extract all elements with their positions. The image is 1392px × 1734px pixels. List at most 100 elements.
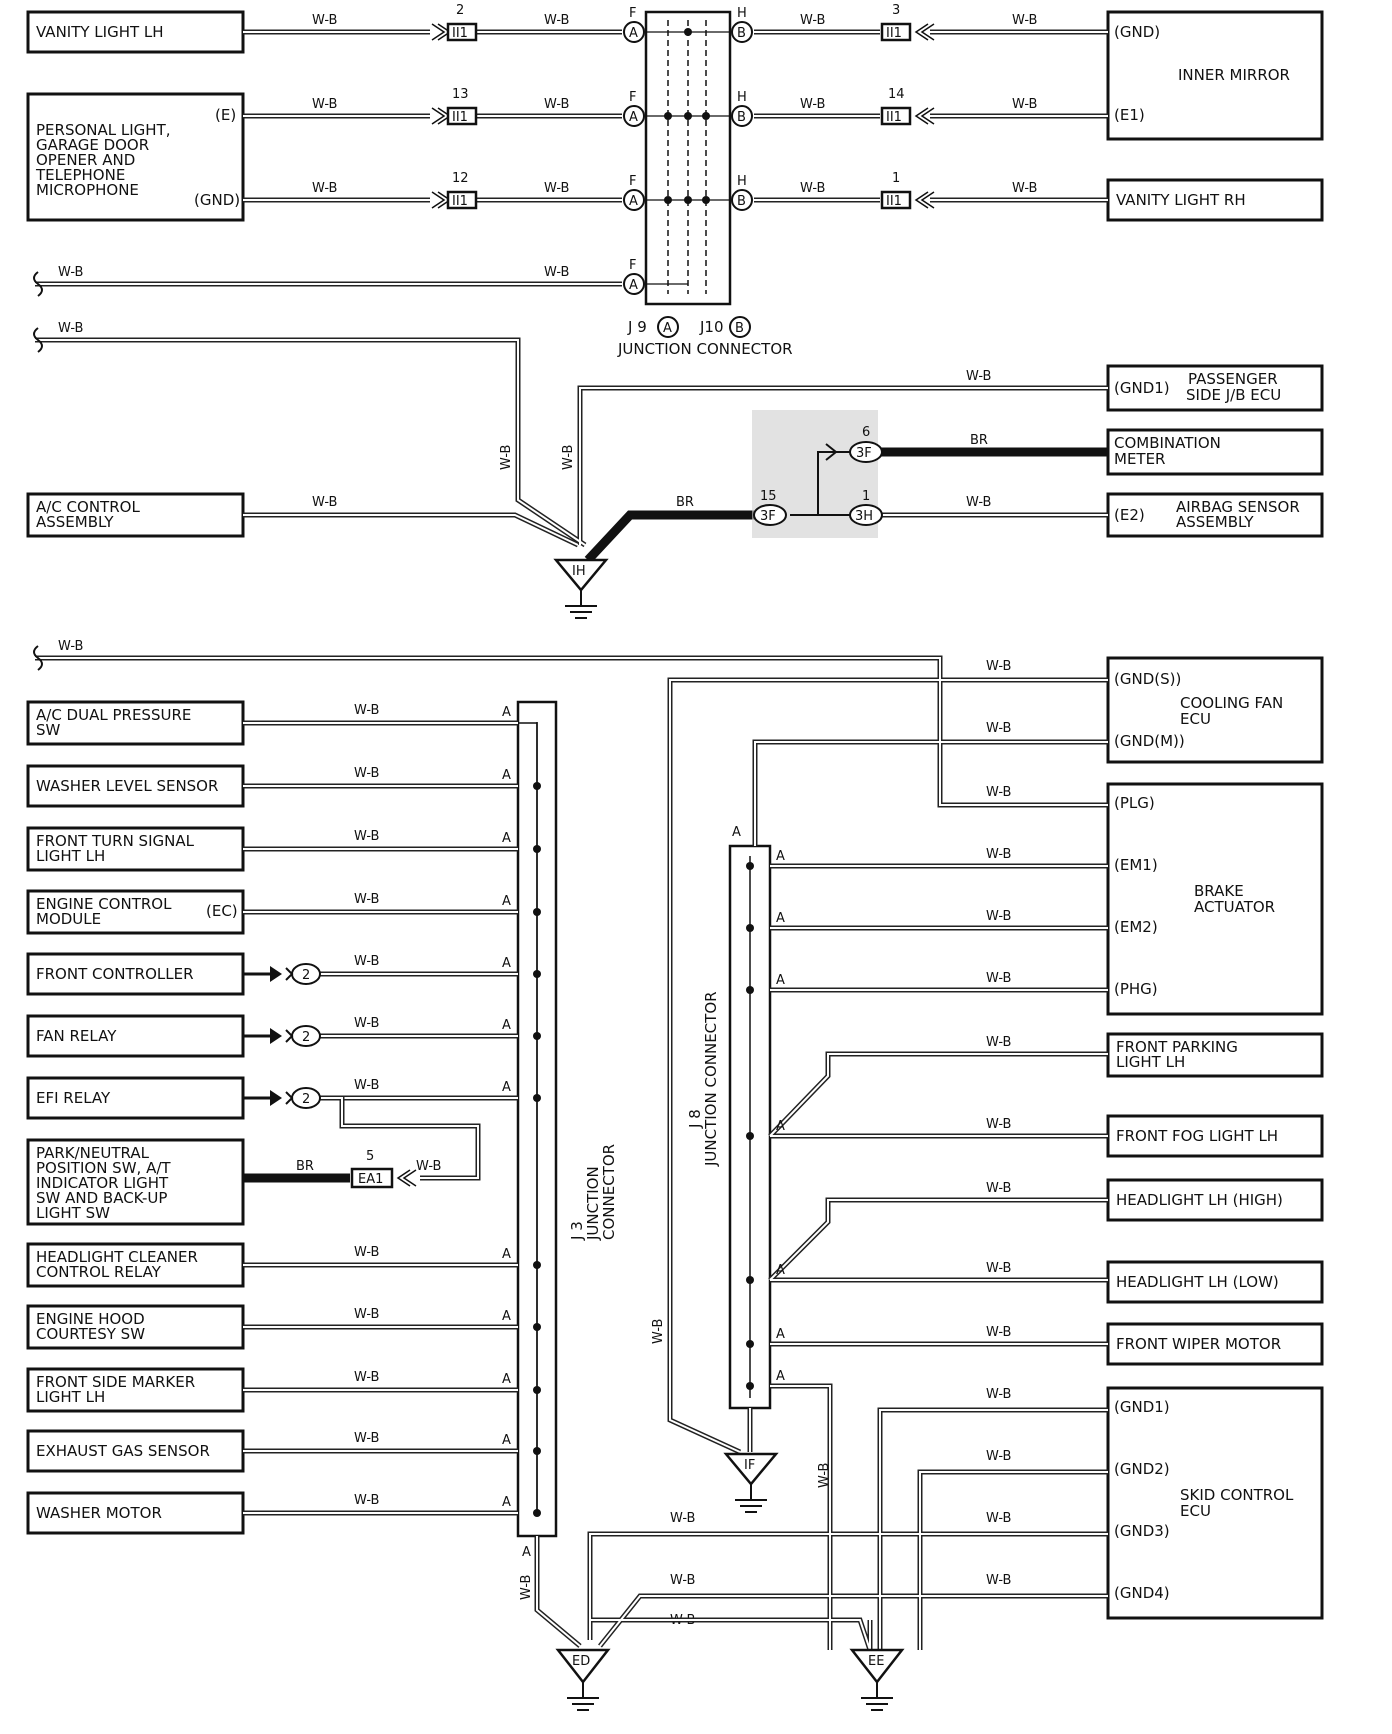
vanity-light-rh-label: VANITY LIGHT RH bbox=[1116, 191, 1246, 209]
exhaust-gas-box bbox=[26, 1429, 245, 1473]
j8-pin-7: A bbox=[776, 1369, 785, 1384]
j3-pin-5: A bbox=[502, 956, 511, 971]
pin-b-3: B bbox=[737, 194, 746, 209]
ea1-label: EA1 bbox=[358, 1172, 383, 1187]
passenger-jb-box bbox=[1106, 364, 1324, 412]
washer-level-label: WASHER LEVEL SENSOR bbox=[36, 777, 218, 795]
j8-pin-letters: A A A A A A A A bbox=[732, 825, 785, 1384]
cooling-fan-line-2: ECU bbox=[1180, 710, 1211, 728]
personal-light-line-4: TELEPHONE bbox=[35, 166, 125, 184]
j8-pin-2: A bbox=[776, 911, 785, 926]
wire-br-1 bbox=[584, 510, 756, 564]
wire-code-r14: W-B bbox=[986, 1511, 1011, 1526]
conn-pin-15: 15 bbox=[760, 489, 777, 504]
conn-3f-a: 3F bbox=[760, 509, 776, 524]
front-turn-box bbox=[26, 826, 245, 872]
j8-pin-5: A bbox=[776, 1263, 785, 1278]
wire-code-10: W-B bbox=[544, 181, 569, 196]
wire-code-14: W-B bbox=[544, 265, 569, 280]
cooling-fan-pin-s: (GND(S)) bbox=[1114, 670, 1181, 688]
j8-pin-4: A bbox=[776, 1119, 785, 1134]
wire-code-l9: W-B bbox=[354, 1307, 379, 1322]
j3-pin-10: A bbox=[502, 1372, 511, 1387]
personal-light-pin-gnd: (GND) bbox=[194, 191, 240, 209]
wire-code-r3: W-B bbox=[986, 785, 1011, 800]
ii1-pin-14: 14 bbox=[888, 87, 905, 102]
wire-code-r4: W-B bbox=[986, 847, 1011, 862]
park-neutral-line-3: INDICATOR LIGHT bbox=[36, 1174, 169, 1192]
cooling-fan-box bbox=[1106, 656, 1324, 764]
brake-actuator-line-1: BRAKE bbox=[1194, 882, 1244, 900]
brake-pin-em2: (EM2) bbox=[1114, 918, 1158, 936]
pin-b-2: B bbox=[737, 110, 746, 125]
ea1-connector: EA1 5 bbox=[350, 1149, 417, 1189]
pin-a-3: A bbox=[629, 194, 638, 209]
pin-h-3: H bbox=[737, 174, 747, 189]
j3-label: J 3 bbox=[568, 1221, 586, 1241]
wire-code-l4: W-B bbox=[354, 892, 379, 907]
ii1-label-5: II1 bbox=[886, 110, 902, 125]
wire-code-12: W-B bbox=[1012, 181, 1037, 196]
j8-label-text: JUNCTION CONNECTOR bbox=[702, 991, 720, 1167]
ground-if-label: IF bbox=[744, 1458, 755, 1473]
wire-code-m1: W-B bbox=[58, 321, 83, 336]
j3-pin-2: A bbox=[502, 768, 511, 783]
j9-pin-a: A bbox=[663, 321, 672, 336]
conn-pin-6: 6 bbox=[862, 425, 870, 440]
circle-2-b: 2 bbox=[302, 1030, 310, 1045]
wire-code-6: W-B bbox=[544, 97, 569, 112]
wire-code-edv: W-B bbox=[519, 1575, 534, 1600]
brake-actuator-box bbox=[1106, 782, 1324, 1016]
headlight-low-label: HEADLIGHT LH (LOW) bbox=[1116, 1273, 1279, 1291]
front-controller-box bbox=[26, 952, 245, 996]
ecm-pin: (EC) bbox=[206, 902, 238, 920]
wire-code-r7: W-B bbox=[986, 1035, 1011, 1050]
ii1-label-1: II1 bbox=[452, 26, 468, 41]
j10-pin-b: B bbox=[735, 321, 744, 336]
washer-level-box bbox=[26, 764, 245, 808]
j3-pin-1: A bbox=[502, 705, 511, 720]
personal-light-line-2: GARAGE DOOR bbox=[36, 136, 149, 154]
wire-code-l13: W-B bbox=[58, 639, 83, 654]
wire-code-r2: W-B bbox=[986, 721, 1011, 736]
wire-code-b1: W-B bbox=[670, 1511, 695, 1526]
passenger-jb-line-1: PASSENGER bbox=[1188, 370, 1278, 388]
wire-code-m3: W-B bbox=[312, 495, 337, 510]
ii1-pin-2: 2 bbox=[456, 3, 464, 18]
wire-code-m6: W-B bbox=[561, 445, 576, 470]
wire-code-l12: W-B bbox=[354, 1493, 379, 1508]
wire-code-j8v: W-B bbox=[651, 1319, 666, 1344]
wire-code-4: W-B bbox=[1012, 13, 1037, 28]
personal-light-line-1: PERSONAL LIGHT, bbox=[36, 121, 171, 139]
front-parking-line-2: LIGHT LH bbox=[1116, 1053, 1185, 1071]
wire-code-m4: W-B bbox=[966, 495, 991, 510]
conn-pin-1: 1 bbox=[862, 489, 870, 504]
j3-pin-9: A bbox=[502, 1309, 511, 1324]
airbag-pin: (E2) bbox=[1114, 506, 1145, 524]
j8-pin-6: A bbox=[776, 1327, 785, 1342]
brake-pin-em1: (EM1) bbox=[1114, 856, 1158, 874]
wire-code-l2: W-B bbox=[354, 766, 379, 781]
wire-code-13: W-B bbox=[58, 265, 83, 280]
headlight-cleaner-line-1: HEADLIGHT CLEANER bbox=[36, 1248, 198, 1266]
ii1-label-4: II1 bbox=[886, 26, 902, 41]
j3-pin-8: A bbox=[502, 1247, 511, 1262]
pin-b-1: B bbox=[737, 26, 746, 41]
j3-pin-12: A bbox=[502, 1495, 511, 1510]
hood-courtesy-line-1: ENGINE HOOD bbox=[36, 1310, 145, 1328]
ii1-pin-3: 3 bbox=[892, 3, 900, 18]
headlight-high-label: HEADLIGHT LH (HIGH) bbox=[1116, 1191, 1283, 1209]
ii1-connector-right: II1 3 II1 14 II1 1 bbox=[880, 3, 935, 210]
personal-light-line-5: MICROPHONE bbox=[36, 181, 139, 199]
j3-pin-7: A bbox=[502, 1080, 511, 1095]
wire-code-br-2: BR bbox=[970, 433, 988, 448]
ac-control-line-2: ASSEMBLY bbox=[36, 513, 114, 531]
wire-break-symbols bbox=[33, 271, 43, 671]
vanity-light-lh-label: VANITY LIGHT LH bbox=[36, 23, 164, 41]
park-neutral-line-5: LIGHT SW bbox=[36, 1204, 110, 1222]
combination-meter-line-2: METER bbox=[1114, 450, 1165, 468]
pin-f-4: F bbox=[629, 258, 636, 273]
brake-pin-phg: (PHG) bbox=[1114, 980, 1158, 998]
wire-code-r11: W-B bbox=[986, 1325, 1011, 1340]
wire-code-8: W-B bbox=[1012, 97, 1037, 112]
